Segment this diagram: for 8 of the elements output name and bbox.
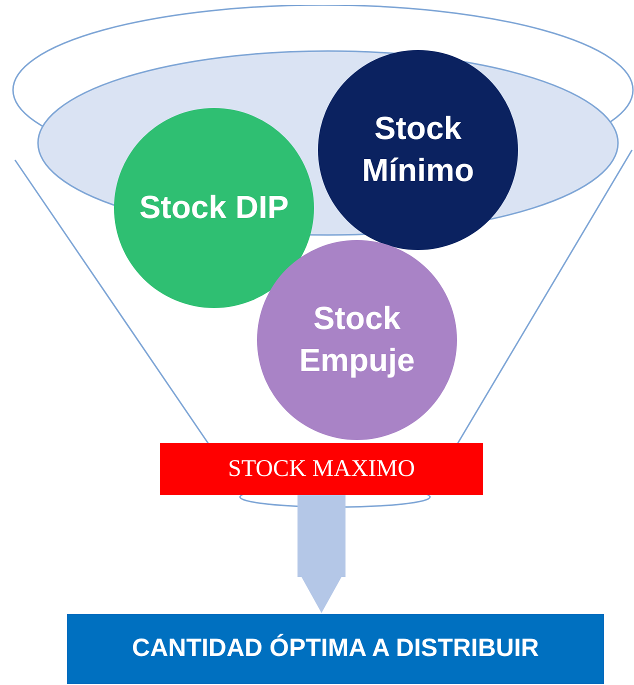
box-label: CANTIDAD ÓPTIMA A DISTRIBUIR [132, 632, 539, 664]
circle-label: Stock Empuje [298, 299, 416, 380]
circle-label: Stock Mínimo [361, 109, 475, 190]
box-label: STOCK MAXIMO [228, 455, 415, 484]
down-arrow [298, 495, 346, 613]
result-box [67, 614, 604, 684]
circle-label: Stock DIP [139, 188, 289, 228]
banner [160, 443, 483, 495]
